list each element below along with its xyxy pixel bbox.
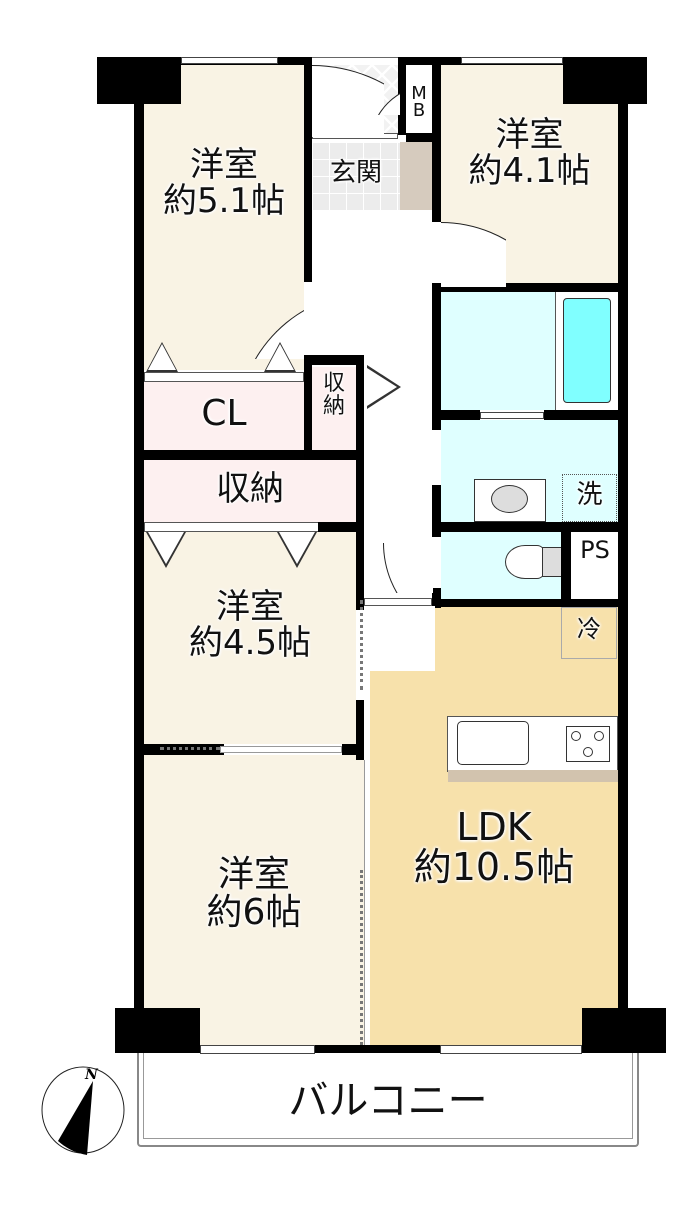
fridge-label: 冷 [577, 615, 601, 643]
folding-door-icon [279, 532, 315, 564]
door-swing[interactable] [441, 222, 506, 287]
structural-column [97, 57, 181, 104]
wall [406, 133, 441, 142]
window [200, 1045, 315, 1054]
room-name: 洋室 [216, 587, 284, 627]
sliding-door[interactable] [360, 600, 364, 690]
storage-small [312, 367, 356, 450]
folding-door-icon [148, 532, 184, 564]
entrance-label: 玄関 [329, 158, 382, 188]
closet-cl [144, 382, 304, 450]
room-size: 約4.1帖 [468, 150, 591, 191]
wall [318, 522, 364, 532]
kitchen-sink-icon [457, 721, 529, 765]
storage-large [144, 460, 356, 524]
wall [618, 57, 628, 1047]
folding-door-icon [367, 368, 397, 406]
balcony-inner-rail [143, 1053, 633, 1139]
wall [432, 283, 628, 292]
western-room-nw [144, 65, 304, 370]
entry-opening [312, 57, 404, 65]
wall [134, 1045, 628, 1053]
wall [356, 700, 364, 760]
kitchen-counter-edge [448, 770, 618, 782]
wall [544, 410, 628, 420]
washer-space [562, 474, 617, 522]
burner-icon [583, 747, 593, 757]
western-room-sw [144, 755, 364, 1045]
storage-door-track [144, 522, 319, 532]
wall [134, 450, 364, 460]
genkan-floor [312, 142, 400, 210]
washer-label: 洗 [576, 480, 603, 510]
door-swing[interactable] [370, 606, 435, 671]
storage-small-label: 収 納 [322, 371, 345, 420]
burner-icon [571, 731, 581, 741]
closet-door-track [144, 372, 304, 382]
room-name: 洋室 [495, 115, 564, 155]
structural-column [563, 57, 647, 104]
burner-icon [594, 731, 604, 741]
wall [432, 410, 480, 420]
wall [304, 355, 364, 365]
wall [432, 599, 628, 607]
balcony-label: バルコニー [288, 1078, 488, 1124]
pipe-space-label: PS [580, 536, 610, 564]
door-swing[interactable] [312, 65, 384, 137]
structural-column [115, 1008, 200, 1053]
wall [432, 485, 441, 537]
door-swing[interactable] [383, 543, 433, 593]
room-name: 洋室 [190, 145, 258, 185]
room-size: 約10.5帖 [413, 844, 575, 889]
wall [432, 522, 628, 532]
corridor-threshold [364, 598, 432, 606]
folding-door-icon [266, 344, 294, 370]
folding-door-icon [148, 344, 176, 370]
bathtub-basin [563, 298, 611, 403]
room-label-western-mid: 洋室 約4.5帖 [144, 587, 356, 663]
vanity-sink-icon [491, 485, 528, 513]
structural-column [582, 1008, 666, 1053]
toilet-icon [505, 545, 545, 579]
meter-box [406, 65, 432, 133]
wall [432, 283, 441, 430]
room-size: 約4.5帖 [188, 622, 312, 663]
sliding-door[interactable] [160, 747, 220, 751]
room-label-ldk: LDK 約10.5帖 [370, 805, 618, 889]
sliding-door-track [220, 746, 342, 753]
fridge-space [561, 607, 617, 659]
partition [364, 760, 369, 1045]
wall [342, 744, 364, 755]
room-label-western-ne: 洋室 約4.1帖 [441, 115, 618, 191]
pipe-space [572, 532, 618, 599]
wall [432, 588, 441, 608]
window [461, 57, 563, 64]
room-label-western-nw: 洋室 約5.1帖 [144, 145, 304, 221]
wall [304, 355, 312, 450]
shoe-cabinet [400, 142, 432, 210]
bath-door[interactable] [480, 412, 544, 419]
window [181, 57, 278, 64]
room-size: 約5.1帖 [162, 180, 286, 221]
room-size: 約6帖 [206, 891, 302, 933]
north-label: N [85, 1067, 98, 1083]
toilet-tank [542, 547, 562, 577]
sliding-door[interactable] [360, 870, 364, 1045]
wall [304, 57, 312, 282]
wall [356, 355, 364, 610]
window [440, 1045, 582, 1054]
room-name: LDK [456, 805, 532, 849]
wall [134, 57, 144, 1047]
balcony [137, 1053, 639, 1147]
ldk-floor [370, 606, 618, 1046]
north-compass-icon: N [41, 1065, 125, 1155]
room-label-western-sw: 洋室 約6帖 [144, 856, 364, 932]
wall [561, 532, 571, 602]
storage-large-label: 収納 [216, 469, 284, 509]
wall [398, 57, 406, 135]
closet-label: CL [201, 393, 247, 434]
room-name: 洋室 [217, 854, 290, 895]
